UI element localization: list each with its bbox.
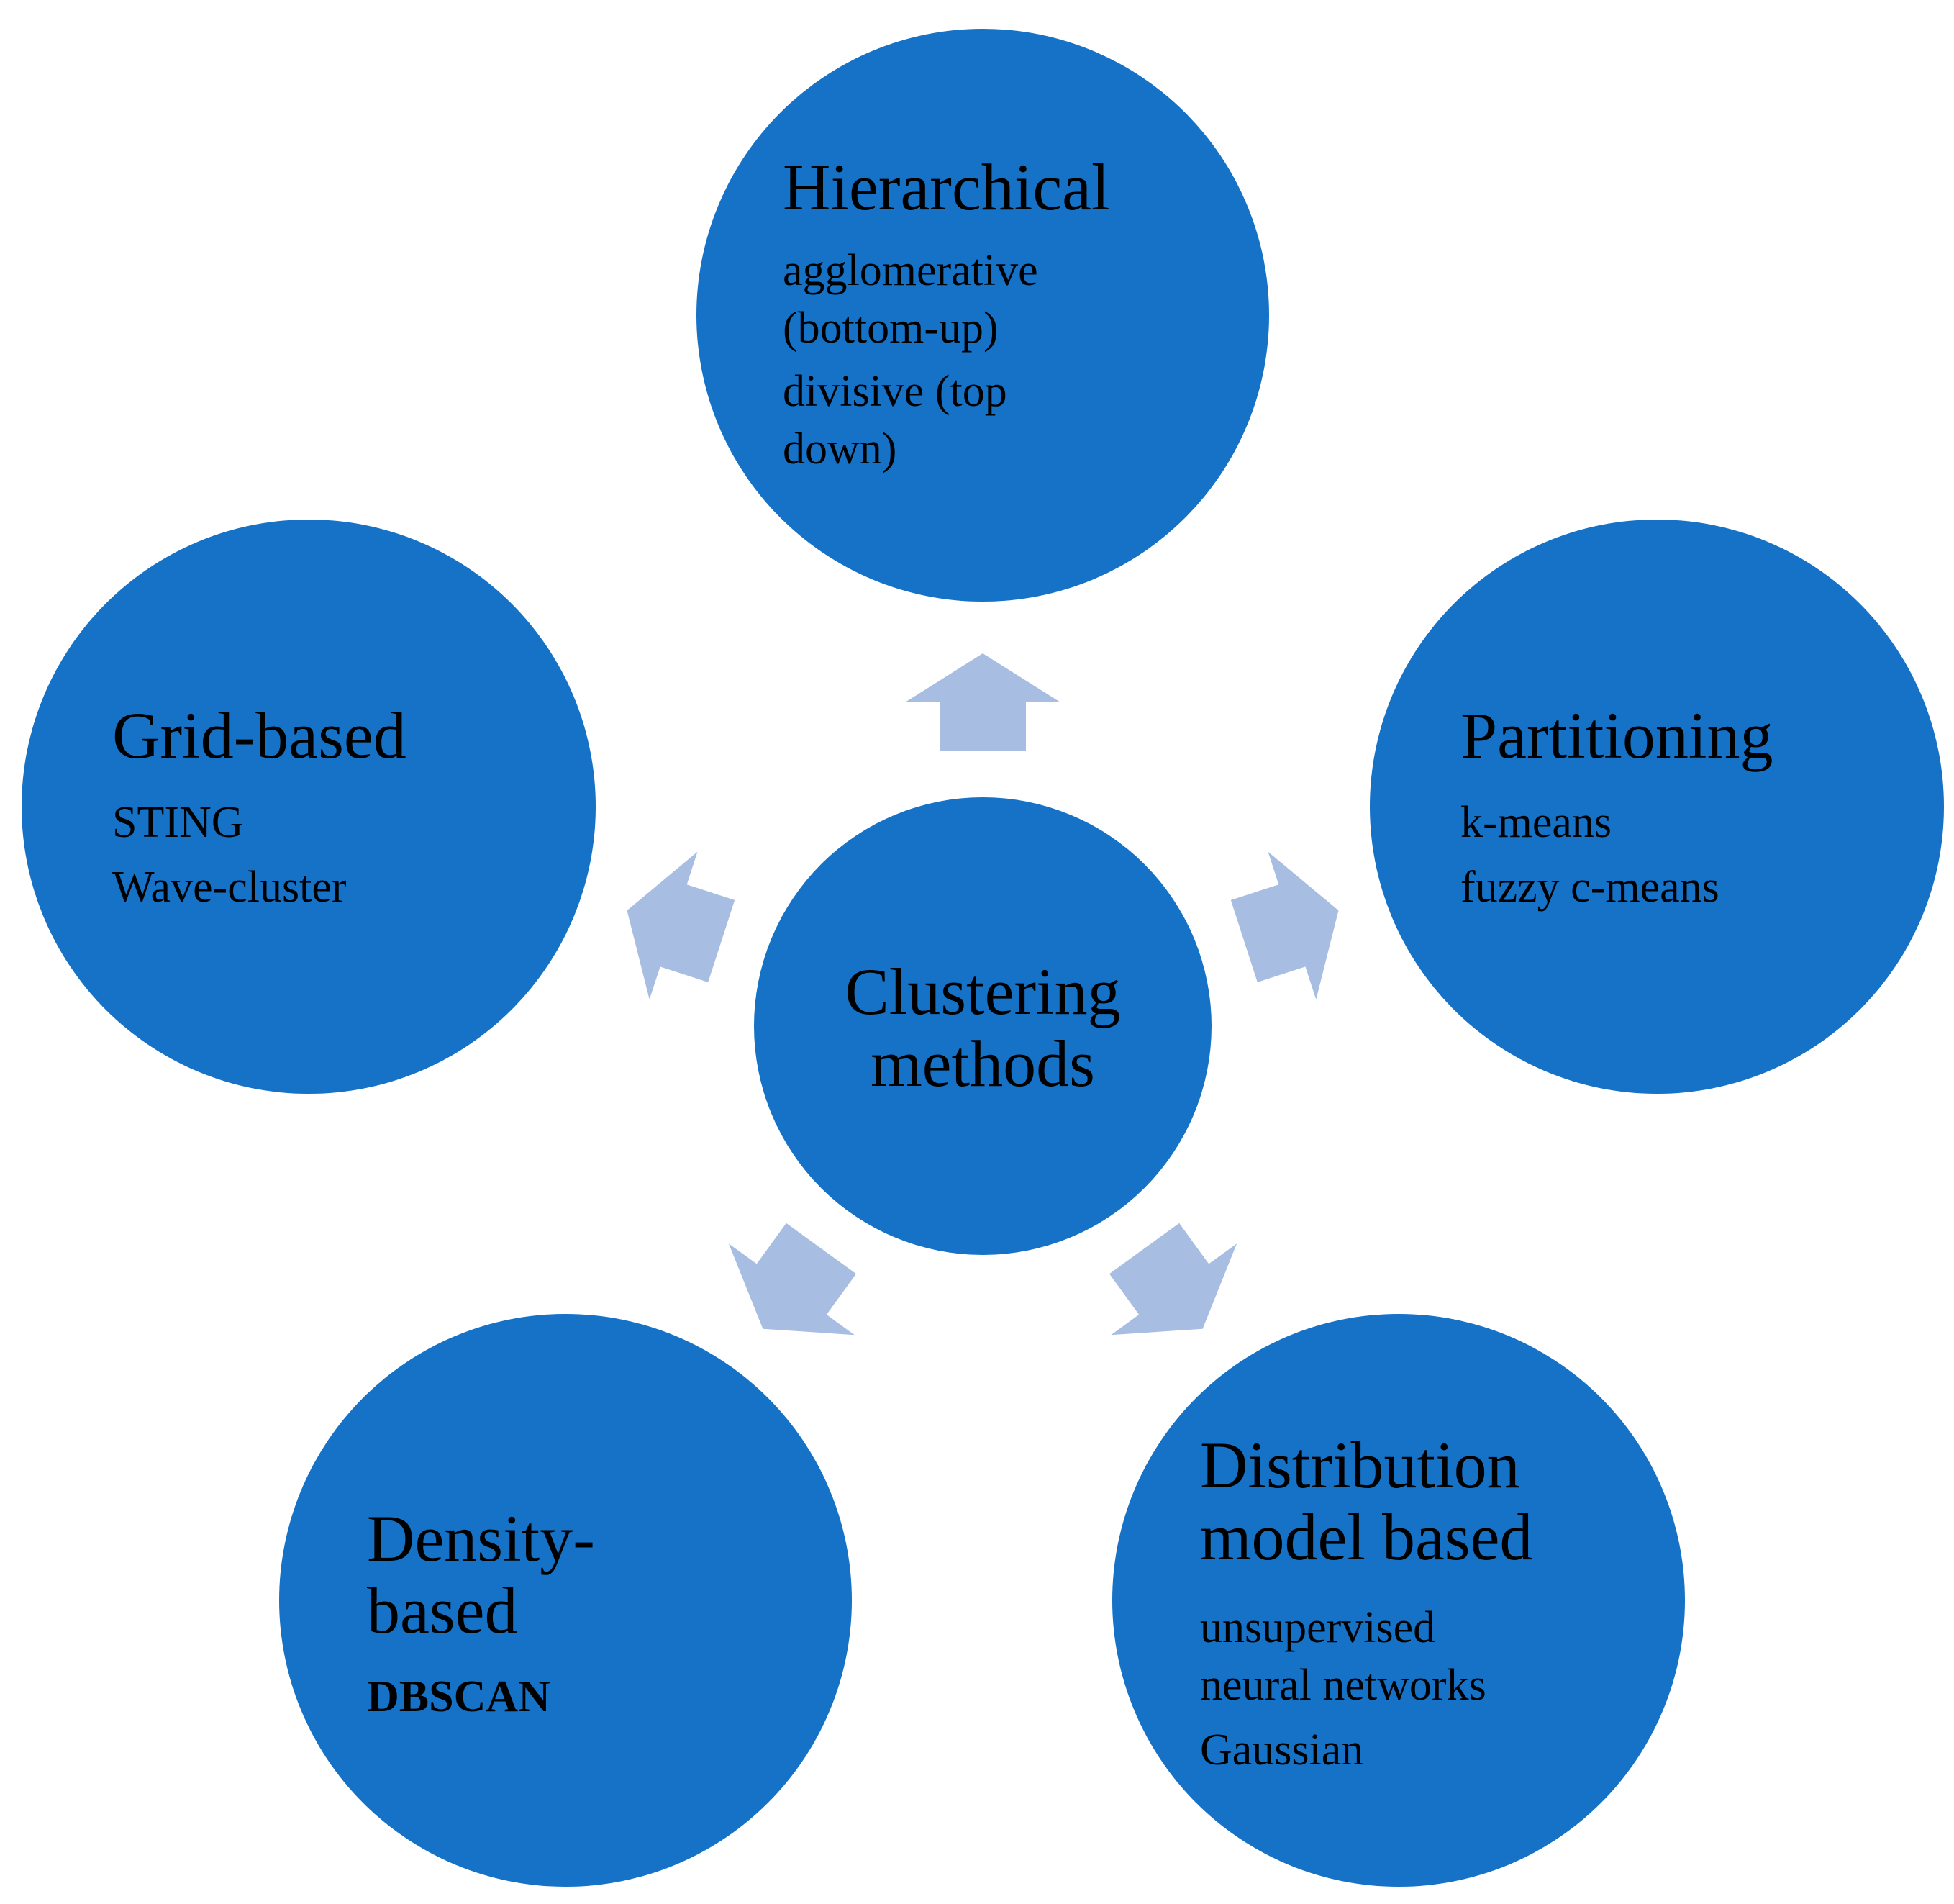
distribution-item: Gaussian xyxy=(1200,1726,1364,1774)
hierarchical-item: down) xyxy=(783,425,897,473)
partitioning-node: Partitioning k-means fuzzy c-means xyxy=(1370,520,1944,1094)
density-based-node: Density- based DBSCAN xyxy=(279,1314,852,1887)
arrow-to-partitioning xyxy=(1230,851,1339,999)
distribution-item: unsupervised xyxy=(1200,1603,1436,1652)
partitioning-item: fuzzy c-means xyxy=(1460,863,1719,912)
arrow-to-density xyxy=(728,1223,856,1336)
distribution-model-node: Distribution model based unsupervised ne… xyxy=(1112,1314,1685,1887)
clustering-methods-node: Clustering methods xyxy=(754,797,1212,1255)
hierarchical-title: Hierarchical xyxy=(783,150,1110,224)
center-title-line2: methods xyxy=(871,1027,1095,1100)
density-based-item: DBSCAN xyxy=(367,1672,550,1721)
distribution-title-line1: Distribution xyxy=(1200,1428,1520,1502)
hierarchical-item: divisive (top xyxy=(783,367,1007,416)
partitioning-item: k-means xyxy=(1460,798,1612,847)
hierarchical-node: Hierarchical agglomerative (bottom-up) d… xyxy=(696,29,1269,602)
hierarchical-item: agglomerative xyxy=(783,246,1038,295)
grid-based-title: Grid-based xyxy=(112,699,406,772)
grid-based-node: Grid-based STING Wave-cluster xyxy=(22,520,596,1094)
hierarchical-item: (bottom-up) xyxy=(783,304,999,353)
grid-based-item: Wave-cluster xyxy=(112,863,347,912)
distribution-title-line2: model based xyxy=(1200,1500,1533,1574)
density-based-title-line2: based xyxy=(367,1574,518,1647)
arrow-to-grid xyxy=(627,851,735,999)
grid-based-item: STING xyxy=(112,798,244,847)
density-based-title-line1: Density- xyxy=(367,1502,595,1575)
partitioning-title: Partitioning xyxy=(1460,699,1773,772)
distribution-item: neural networks xyxy=(1200,1661,1486,1710)
arrow-to-distribution xyxy=(1109,1223,1237,1336)
center-title-line1: Clustering xyxy=(845,955,1121,1028)
arrow-to-hierarchical xyxy=(905,653,1060,751)
